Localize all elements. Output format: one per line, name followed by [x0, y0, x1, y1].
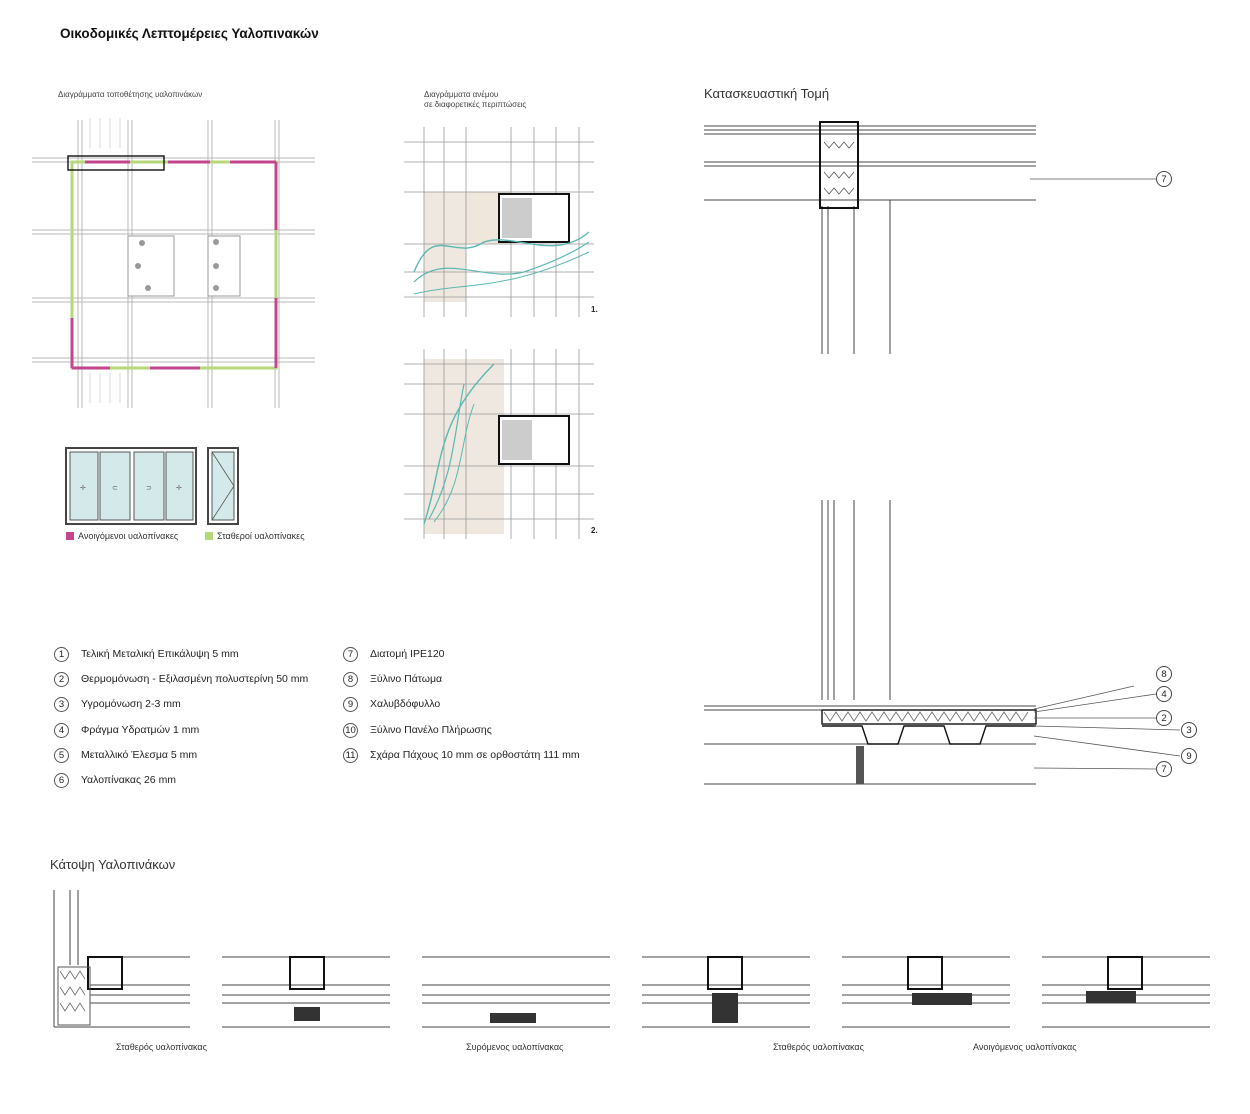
- legend-item: 11 Σχάρα Πάχους 10 mm σε ορθοστάτη 111 mm: [343, 747, 580, 763]
- legend-text: Υγρομόνωση 2-3 mm: [81, 698, 181, 710]
- plan-caption-sliding: Συρόμενος υαλοπίνακας: [466, 1042, 564, 1052]
- svg-text:✛: ✛: [176, 484, 182, 492]
- legend-text: Διατομή IPE120: [370, 648, 445, 660]
- wind-diagram-label-1: Διαγράμματα ανέμου: [424, 90, 499, 99]
- legend-item: 10 Ξύλινο Πανέλο Πλήρωσης: [343, 722, 492, 738]
- section-callout-4: 4: [1156, 686, 1172, 702]
- legend-item: 8 Ξύλινο Πάτωμα: [343, 671, 442, 687]
- legend-text: Τελική Μεταλική Επικάλυψη 5 mm: [81, 648, 239, 660]
- section-callout-2: 2: [1156, 710, 1172, 726]
- section-callout-9: 9: [1181, 748, 1197, 764]
- legend-number: 8: [343, 671, 358, 687]
- swatch-openable-color: [66, 532, 74, 540]
- legend-item: 9 Χαλυβδόφυλλο: [343, 696, 440, 712]
- plan-title: Κάτοψη Υαλοπινάκων: [50, 857, 176, 872]
- plan-caption-fixed-2: Σταθερός υαλοπίνακας: [773, 1042, 864, 1052]
- construction-section-bottom: [704, 500, 1181, 785]
- construction-section-top: [704, 121, 1156, 354]
- legend-item: 6 Υαλοπίνακας 26 mm: [54, 772, 176, 788]
- section-callout-8: 8: [1156, 666, 1172, 682]
- section-callout-3: 3: [1181, 722, 1197, 738]
- plan-caption-fixed-1: Σταθερός υαλοπίνακας: [116, 1042, 207, 1052]
- swatch-fixed-color: [205, 532, 213, 540]
- legend-number: 5: [54, 747, 69, 763]
- legend-item: 7 Διατομή IPE120: [343, 646, 445, 662]
- legend-item: 5 Μεταλλικό Έλεσμα 5 mm: [54, 747, 197, 763]
- window-elevation: ✛ ⊂ ⊃ ✛: [65, 447, 239, 525]
- legend-text: Ξύλινο Πανέλο Πλήρωσης: [370, 724, 492, 736]
- legend-text: Ξύλινο Πάτωμα: [370, 673, 443, 685]
- wind-diagram-case-2: [404, 349, 594, 539]
- placement-diagram-label: Διαγράμματα τοποθέτησης υαλοπινάκων: [58, 90, 203, 99]
- legend-number: 7: [343, 646, 358, 662]
- plan-caption-openable: Ανοιγόμενος υαλοπίνακας: [973, 1042, 1077, 1052]
- section-callout-7-bottom: 7: [1156, 761, 1172, 777]
- page-title: Οικοδομικές Λεπτομέρειες Υαλοπινακών: [60, 26, 319, 41]
- legend-number: 1: [54, 646, 69, 662]
- plan-details: [53, 890, 1210, 1028]
- legend-text: Φράγμα Υδρατμών 1 mm: [81, 724, 200, 736]
- section-callout-7-top: 7: [1156, 171, 1172, 187]
- legend-number: 2: [54, 671, 69, 687]
- swatch-fixed-label: Σταθεροί υαλοπίνακες: [217, 531, 305, 541]
- placement-diagram: [32, 118, 315, 408]
- wind-diagram-label-2: σε διαφορετικές περιπτώσεις: [424, 100, 527, 109]
- legend-number: 11: [343, 747, 358, 763]
- wind-case-1-number: 1.: [591, 305, 598, 314]
- swatch-fixed: Σταθεροί υαλοπίνακες: [205, 531, 305, 541]
- legend-text: Μεταλλικό Έλεσμα 5 mm: [81, 749, 198, 761]
- legend-text: Σχάρα Πάχους 10 mm σε ορθοστάτη 111 mm: [370, 749, 580, 761]
- legend-item: 1 Τελική Μεταλική Επικάλυψη 5 mm: [54, 646, 239, 662]
- section-title: Κατασκευαστική Τομή: [704, 86, 830, 101]
- wind-diagram-case-1: [404, 127, 594, 317]
- svg-text:⊂: ⊂: [112, 485, 118, 492]
- swatch-openable: Ανοιγόμενοι υαλοπίνακες: [66, 531, 178, 541]
- legend-number: 10: [343, 722, 358, 738]
- legend-item: 3 Υγρομόνωση 2-3 mm: [54, 696, 181, 712]
- legend-item: 2 Θερμομόνωση - Εξιλασμένη πολυστερίνη 50…: [54, 671, 308, 687]
- swatch-openable-label: Ανοιγόμενοι υαλοπίνακες: [78, 531, 179, 541]
- legend-text: Θερμομόνωση - Εξιλασμένη πολυστερίνη 50 …: [81, 673, 309, 685]
- svg-text:✛: ✛: [80, 484, 86, 492]
- legend-item: 4 Φράγμα Υδρατμών 1 mm: [54, 722, 199, 738]
- legend-number: 3: [54, 696, 69, 712]
- legend-text: Χαλυβδόφυλλο: [370, 698, 441, 710]
- legend-text: Υαλοπίνακας 26 mm: [81, 774, 177, 786]
- legend-number: 6: [54, 772, 69, 788]
- svg-text:⊃: ⊃: [146, 485, 152, 492]
- legend-number: 9: [343, 696, 358, 712]
- legend-number: 4: [54, 722, 69, 738]
- wind-case-2-number: 2.: [591, 526, 598, 535]
